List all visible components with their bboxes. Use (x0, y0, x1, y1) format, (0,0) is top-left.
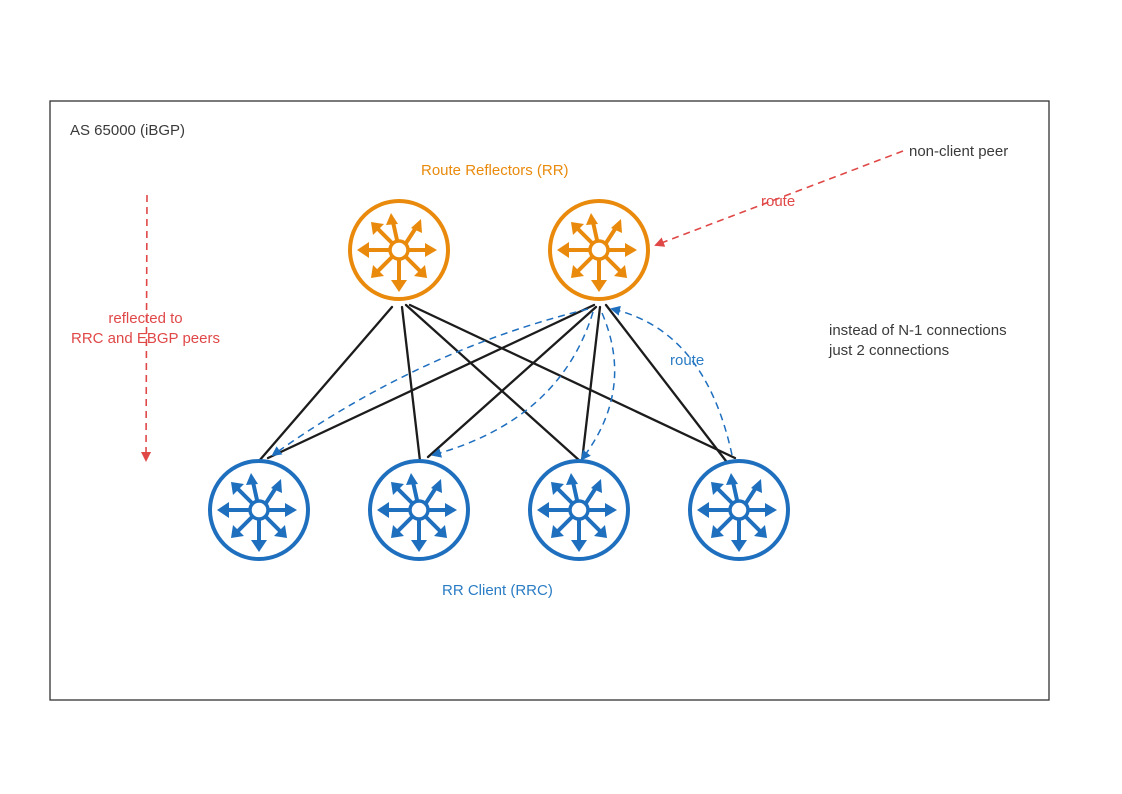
rr-group-label: Route Reflectors (RR) (421, 162, 569, 179)
rrc1-router-icon[interactable] (208, 459, 310, 561)
rrc4-router-icon[interactable] (688, 459, 790, 561)
session-rr2-rrc3 (580, 305, 602, 463)
connections-note-line1: instead of N-1 connections (829, 322, 1007, 339)
ibgp-sessions (257, 303, 737, 463)
session-rr2-rrc4 (604, 303, 728, 463)
reflected-label: reflected to RRC and EBGP peers (58, 309, 233, 349)
session-rr2-rrc2 (426, 305, 598, 459)
client-route-to-rr (610, 305, 733, 456)
reflect-route-rrc2 (431, 311, 594, 458)
rr2-router-icon[interactable] (548, 199, 650, 301)
route-label-red: route (761, 193, 796, 210)
non-client-peer-label: non-client peer (909, 143, 1009, 160)
as-label: AS 65000 (iBGP) (70, 122, 186, 139)
route-label-blue: route (670, 352, 705, 369)
reflected-label-line1: reflected to (108, 310, 183, 327)
rrc2-router-icon[interactable] (368, 459, 470, 561)
reflect-route-rrc1 (271, 308, 589, 457)
reflected-label-line2: RRC and EBGP peers (71, 330, 220, 347)
rrc-group-label: RR Client (RRC) (442, 582, 553, 599)
connections-note: instead of N-1 connections just 2 connec… (829, 321, 1007, 361)
as-boundary (49, 100, 1050, 701)
session-rr1-rrc2 (400, 305, 422, 463)
session-rr1-rrc1 (257, 305, 394, 463)
reflected-to-peers-arrow (141, 194, 152, 462)
reflect-route-rrc3 (580, 312, 616, 461)
non-client-route-arrow (654, 150, 904, 247)
rr1-router-icon[interactable] (348, 199, 450, 301)
reflected-routes (271, 305, 733, 461)
session-rr1-rrc3 (404, 303, 582, 463)
session-rr2-rrc1 (266, 303, 596, 460)
connections-note-line2: just 2 connections (829, 342, 950, 359)
rrc3-router-icon[interactable] (528, 459, 630, 561)
session-rr1-rrc4 (408, 303, 737, 460)
non-client-routes (141, 150, 904, 462)
